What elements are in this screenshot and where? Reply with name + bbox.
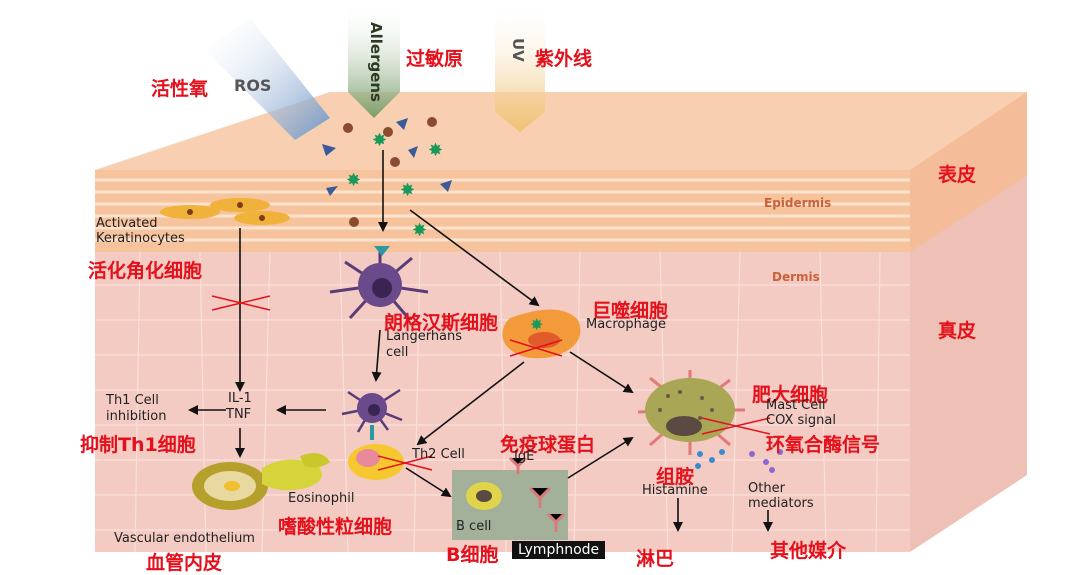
vascular-label-cn: 血管内皮	[146, 552, 223, 574]
inhibition-marks	[211, 295, 771, 471]
svg-text:✸: ✸	[530, 315, 543, 334]
skin-side-epidermis	[910, 92, 1027, 252]
vascular-label-en: Vascular endothelium	[114, 531, 255, 546]
keratinocyte-cells	[160, 198, 290, 225]
svg-text:✸: ✸	[400, 180, 415, 201]
il1-label: IL-1	[228, 391, 252, 406]
svg-text:✸: ✸	[412, 220, 427, 241]
lymph-label-cn: 淋巴	[636, 548, 675, 570]
cox-signal-label-cn: 环氧合酶信号	[766, 434, 881, 456]
dermis-label-cn: 真皮	[938, 320, 977, 342]
ige-label-en: IgE	[514, 449, 535, 464]
other-mediators-label-cn: 其他媒介	[770, 540, 847, 562]
th2-cell-label: Th2 Cell	[412, 447, 465, 462]
histamine-label-en: Histamine	[642, 483, 708, 498]
macrophage-label-cn: 巨噬细胞	[592, 300, 669, 322]
svg-text:✸: ✸	[428, 140, 443, 161]
epidermis-stripes	[95, 178, 910, 242]
epidermis-label-en: Epidermis	[764, 196, 832, 210]
macrophage-cell: ✸	[502, 309, 581, 359]
allergens-label-cn: 过敏原	[406, 48, 464, 70]
langerhans-label-en-2: cell	[386, 345, 409, 360]
bcell-label-en: B cell	[456, 519, 492, 534]
svg-text:✸: ✸	[372, 130, 387, 151]
langerhans-cell-lower	[341, 388, 403, 433]
lymphnode-label: Lymphnode	[512, 541, 606, 559]
allergen-particles: ✸ ✸ ✸ ✸ ✸	[322, 117, 452, 241]
langerhans-cell	[329, 248, 429, 321]
uv-label-cn: 紫外线	[535, 48, 593, 70]
dermis-label-en: Dermis	[772, 270, 820, 284]
eosinophil-label-en: Eosinophil	[288, 491, 355, 506]
allergens-beam	[348, 0, 400, 118]
langerhans-label-en-1: Langerhans	[386, 329, 463, 344]
histamine-label-cn: 组胺	[656, 466, 695, 488]
skin-top-surface	[95, 92, 1027, 170]
mast-cell-label-cn: 肥大细胞	[752, 384, 829, 406]
mediator-dots	[695, 449, 783, 473]
th1-label-cn: 抑制Th1细胞	[80, 434, 196, 456]
keratinocytes-label-cn: 活化角化细胞	[88, 260, 203, 282]
mast-cell	[637, 370, 745, 455]
epidermis-label-cn: 表皮	[938, 164, 977, 186]
th2-cell	[348, 444, 404, 480]
uv-beam	[495, 0, 545, 132]
ige-antibodies	[508, 456, 566, 532]
ros-label-cn: 活性氧	[151, 78, 209, 100]
keratinocytes-label-en-2: Keratinocytes	[96, 231, 185, 246]
eosinophil-cells	[192, 453, 330, 510]
uv-label-en: UV	[509, 38, 527, 62]
ige-label-cn: 免疫球蛋白	[500, 434, 596, 456]
ros-beam	[205, 18, 330, 140]
other-mediators-label-en-2: mediators	[748, 496, 814, 511]
ros-label-en: ROS	[234, 76, 272, 95]
eosinophil-label-cn: 嗜酸性粒细胞	[278, 516, 393, 538]
svg-text:✸: ✸	[346, 170, 361, 191]
bcell-label-cn: B细胞	[446, 544, 499, 566]
cox-signal-label-en: COX signal	[766, 413, 836, 428]
th1-label-en-2: inhibition	[106, 409, 167, 424]
pathway-arrows	[188, 150, 773, 532]
keratinocytes-label-en-1: Activated	[96, 216, 158, 231]
langerhans-label-cn: 朗格汉斯细胞	[384, 312, 499, 334]
mast-cell-label-en: Mast Cell	[766, 398, 826, 413]
other-mediators-label-en-1: Other	[748, 481, 785, 496]
tnf-label: TNF	[226, 407, 252, 422]
macrophage-label-en: Macrophage	[586, 317, 667, 332]
th1-label-en-1: Th1 Cell	[106, 393, 159, 408]
allergens-label-en: Allergens	[367, 22, 385, 102]
